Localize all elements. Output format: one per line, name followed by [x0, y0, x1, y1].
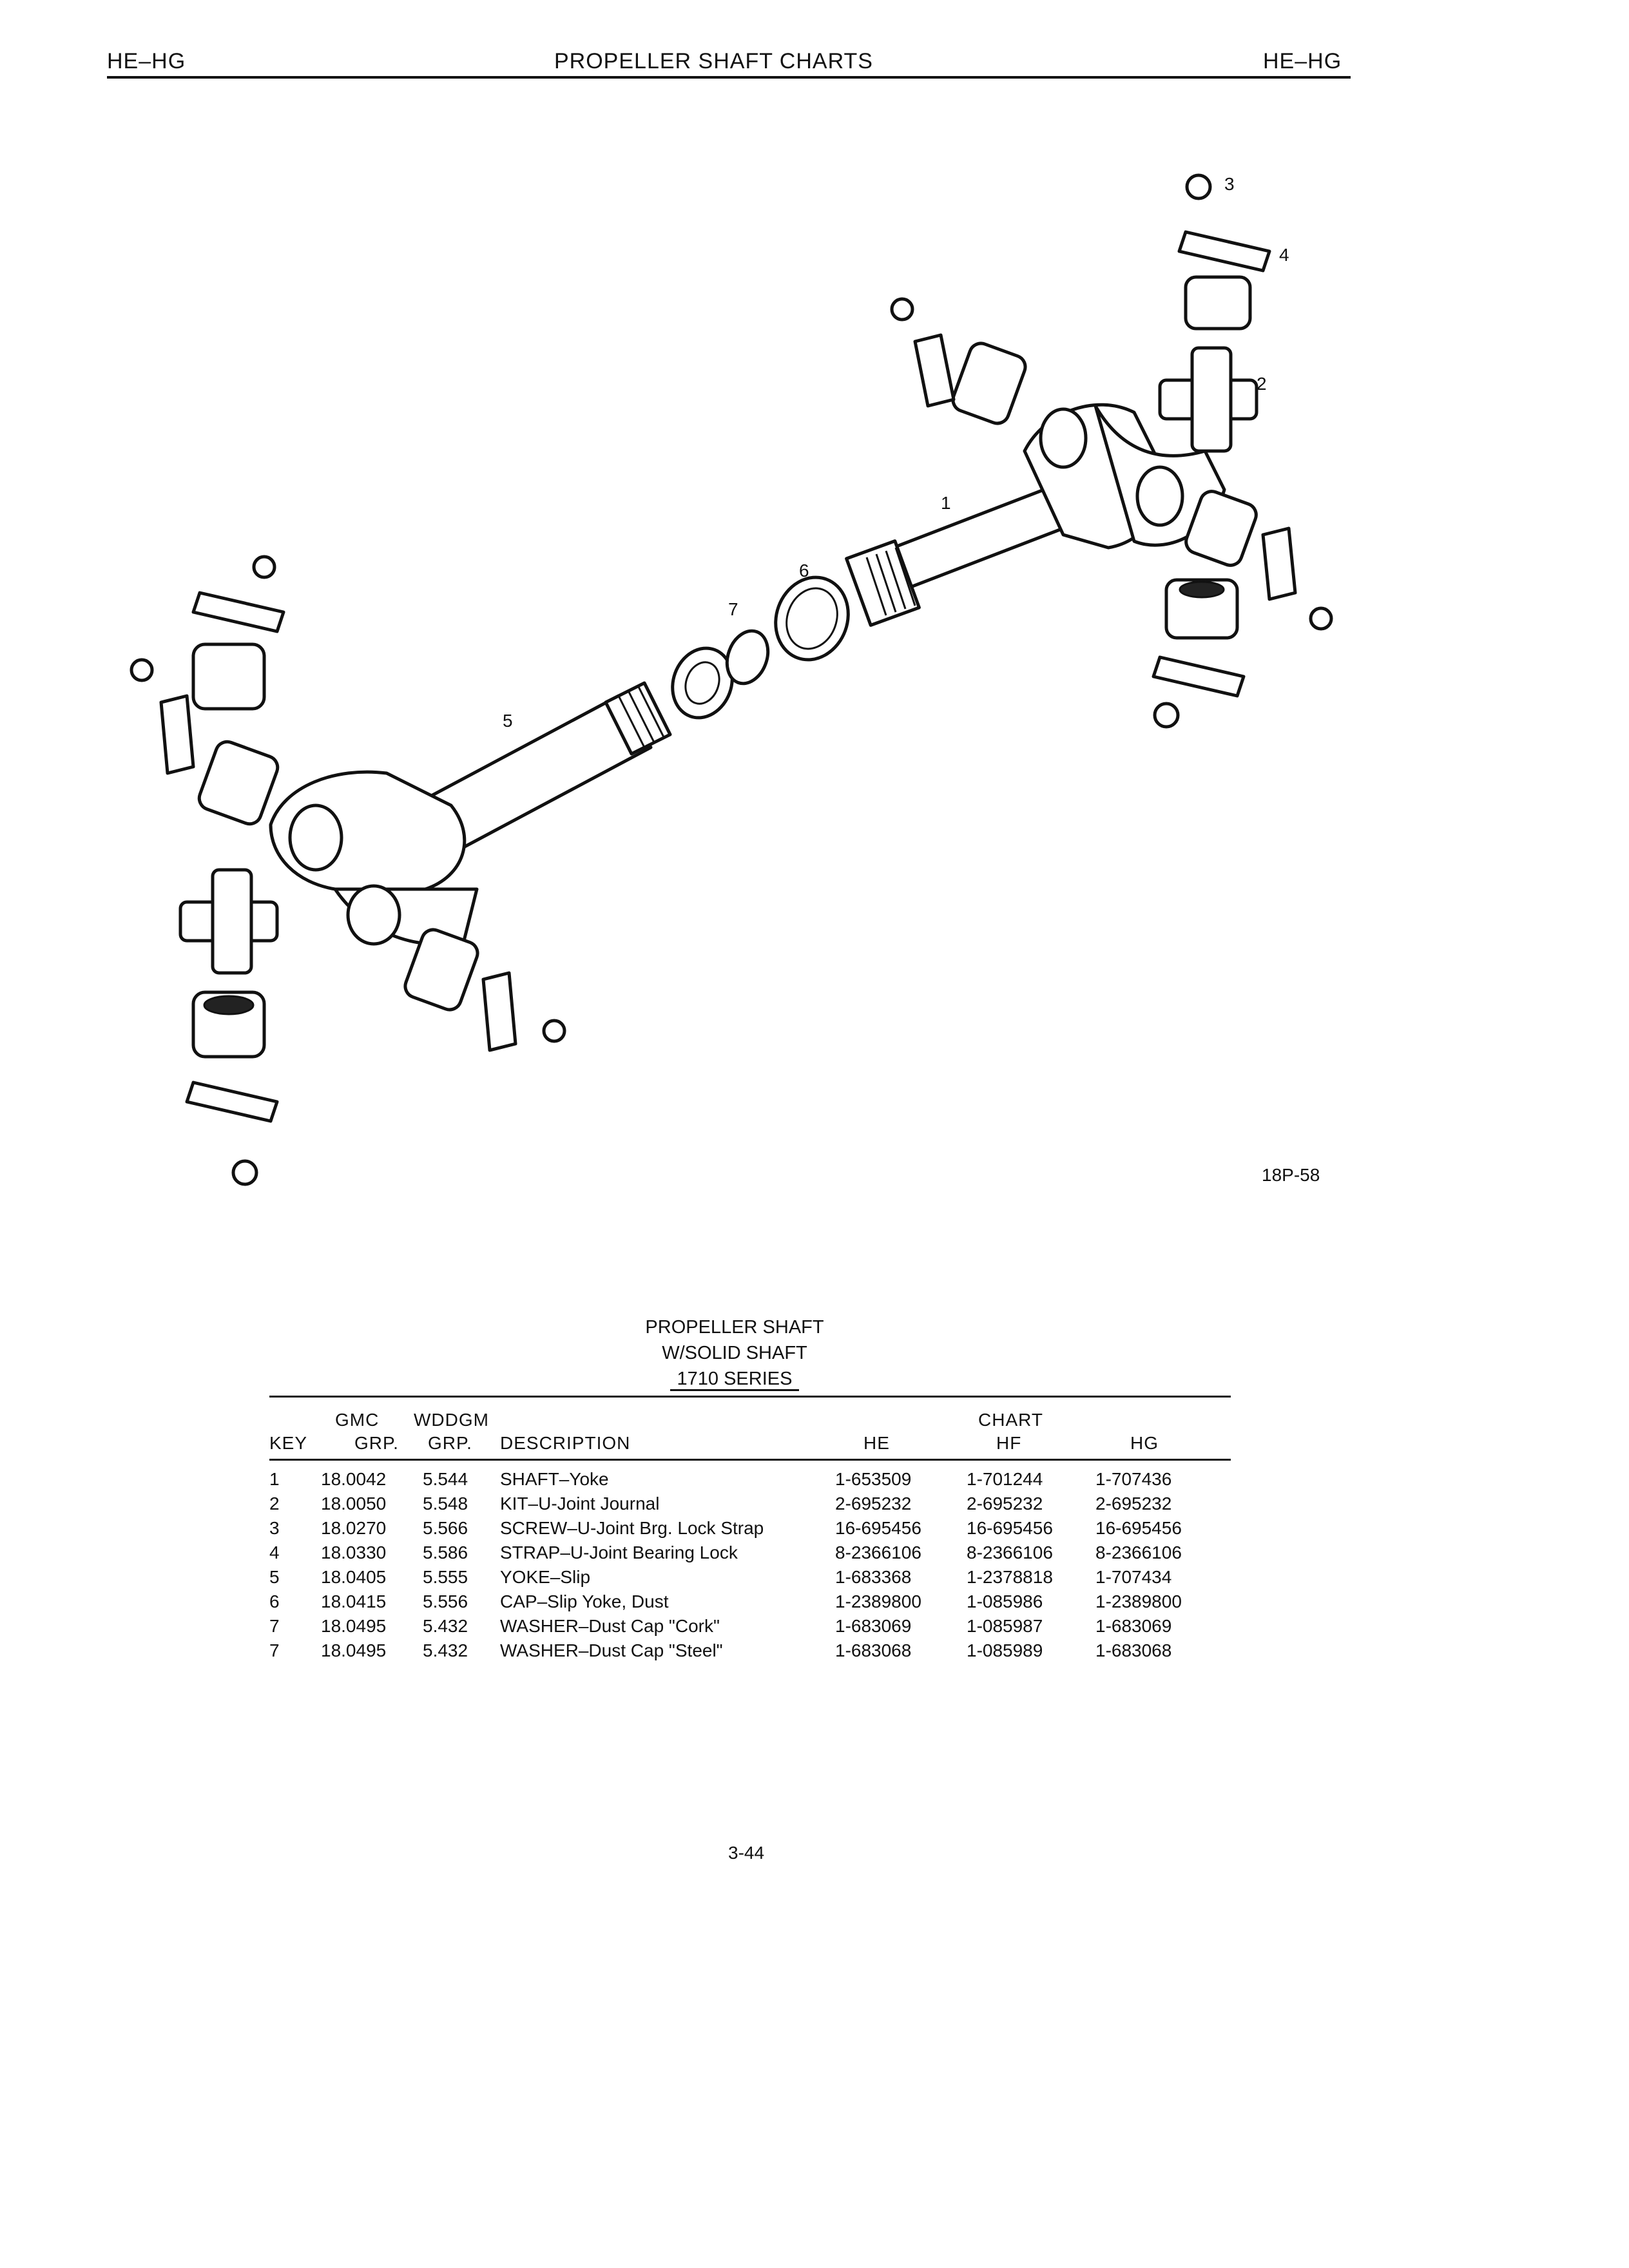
- cell-gmc: 18.0270: [321, 1518, 387, 1538]
- cell-he: 8-2366106: [835, 1542, 921, 1562]
- cell-hf: 1-085989: [967, 1640, 1043, 1660]
- header-he: HE: [863, 1433, 890, 1453]
- cell-description: SHAFT–Yoke: [500, 1469, 609, 1489]
- cell-hg: 1-2389800: [1095, 1591, 1182, 1611]
- header-gmc-grp: GRP.: [354, 1433, 399, 1453]
- table-title-line-1: PROPELLER SHAFT: [645, 1317, 824, 1338]
- cell-wddgm: 5.566: [423, 1518, 468, 1538]
- cell-hf: 1-2378818: [967, 1567, 1053, 1587]
- cell-gmc: 18.0330: [321, 1542, 387, 1562]
- cell-he: 1-683368: [835, 1567, 912, 1587]
- cell-he: 2-695232: [835, 1494, 912, 1514]
- header-right-code: HE–HG: [1263, 49, 1342, 73]
- cell-hf: 1-085987: [967, 1616, 1043, 1636]
- cell-key: 2: [269, 1494, 280, 1514]
- table-title-line-3: 1710 SERIES: [677, 1369, 793, 1389]
- cell-description: SCREW–U-Joint Brg. Lock Strap: [500, 1518, 764, 1538]
- lock-straps-drawing: [159, 230, 1297, 1123]
- table-title-line-2: W/SOLID SHAFT: [662, 1343, 807, 1363]
- header-gmc: GMC: [335, 1410, 380, 1430]
- cell-key: 7: [269, 1640, 280, 1660]
- cell-wddgm: 5.548: [423, 1494, 468, 1514]
- cell-description: WASHER–Dust Cap "Cork": [500, 1616, 720, 1636]
- header-left-code: HE–HG: [107, 49, 186, 73]
- callout-6: 6: [799, 561, 809, 581]
- cell-key: 6: [269, 1591, 280, 1611]
- cell-hg: 16-695456: [1095, 1518, 1182, 1538]
- header-hf: HF: [996, 1433, 1022, 1453]
- cell-gmc: 18.0405: [321, 1567, 387, 1587]
- cell-he: 1-683068: [835, 1640, 912, 1660]
- cell-description: STRAP–U-Joint Bearing Lock: [500, 1542, 738, 1562]
- callout-7: 7: [728, 599, 738, 619]
- callout-labels: 1 2 3 4 5 6 7: [503, 174, 1289, 731]
- cell-hg: 1-707436: [1095, 1469, 1172, 1489]
- cell-gmc: 18.0495: [321, 1640, 387, 1660]
- header-chart: CHART: [978, 1410, 1043, 1430]
- header-wddgm-grp: GRP.: [428, 1433, 472, 1453]
- cell-wddgm: 5.555: [423, 1567, 468, 1587]
- cell-wddgm: 5.544: [423, 1469, 468, 1489]
- cell-description: KIT–U-Joint Journal: [500, 1494, 660, 1514]
- cell-hf: 2-695232: [967, 1494, 1043, 1514]
- page-title: PROPELLER SHAFT CHARTS: [554, 49, 873, 73]
- cell-description: YOKE–Slip: [500, 1567, 591, 1587]
- cell-hf: 1-085986: [967, 1591, 1043, 1611]
- cell-he: 1-653509: [835, 1469, 912, 1489]
- cell-wddgm: 5.432: [423, 1616, 468, 1636]
- cell-gmc: 18.0415: [321, 1591, 387, 1611]
- callout-1: 1: [941, 493, 951, 513]
- cell-key: 3: [269, 1518, 280, 1538]
- cell-gmc: 18.0042: [321, 1469, 387, 1489]
- cell-key: 5: [269, 1567, 280, 1587]
- cell-hg: 2-695232: [1095, 1494, 1172, 1514]
- callout-3: 3: [1224, 174, 1235, 194]
- cell-wddgm: 5.586: [423, 1542, 468, 1562]
- cell-he: 1-2389800: [835, 1591, 921, 1611]
- cell-description: WASHER–Dust Cap "Steel": [500, 1640, 723, 1660]
- dust-cap-and-washers-drawing: [671, 575, 850, 720]
- cell-hg: 1-707434: [1095, 1567, 1172, 1587]
- header-rule: [107, 76, 1351, 79]
- header-hg: HG: [1130, 1433, 1159, 1453]
- cell-key: 4: [269, 1542, 280, 1562]
- callout-2: 2: [1257, 374, 1267, 394]
- cell-he: 1-683069: [835, 1616, 912, 1636]
- cell-hg: 8-2366106: [1095, 1542, 1182, 1562]
- cell-key: 1: [269, 1469, 280, 1489]
- u-joint-left-drawing: [178, 642, 479, 1059]
- cell-hg: 1-683069: [1095, 1616, 1172, 1636]
- shaft-yoke-drawing: [845, 403, 1226, 627]
- cell-hf: 1-701244: [967, 1469, 1043, 1489]
- cell-gmc: 18.0495: [321, 1616, 387, 1636]
- cell-key: 7: [269, 1616, 280, 1636]
- cell-hg: 1-683068: [1095, 1640, 1172, 1660]
- screws-drawing: [130, 173, 1333, 1186]
- page-number: 3-44: [728, 1843, 765, 1863]
- series-underline: [670, 1389, 799, 1391]
- figure-id: 18P-58: [1262, 1165, 1320, 1185]
- header-key: KEY: [269, 1433, 308, 1453]
- header-wddgm: WDDGM: [414, 1410, 489, 1430]
- cell-description: CAP–Slip Yoke, Dust: [500, 1591, 669, 1611]
- u-joint-right-drawing: [951, 275, 1258, 640]
- callout-4: 4: [1279, 245, 1289, 265]
- table-header-rule: [269, 1459, 1231, 1461]
- cell-gmc: 18.0050: [321, 1494, 387, 1514]
- cell-hf: 8-2366106: [967, 1542, 1053, 1562]
- header-description: DESCRIPTION: [500, 1433, 631, 1453]
- exploded-view-illustration: 1 2 3 4 5 6 7: [130, 173, 1333, 1186]
- cell-wddgm: 5.432: [423, 1640, 468, 1660]
- cell-he: 16-695456: [835, 1518, 921, 1538]
- cell-wddgm: 5.556: [423, 1591, 468, 1611]
- callout-5: 5: [503, 711, 513, 731]
- table-top-rule: [269, 1396, 1231, 1398]
- slip-yoke-drawing: [269, 681, 672, 946]
- cell-hf: 16-695456: [967, 1518, 1053, 1538]
